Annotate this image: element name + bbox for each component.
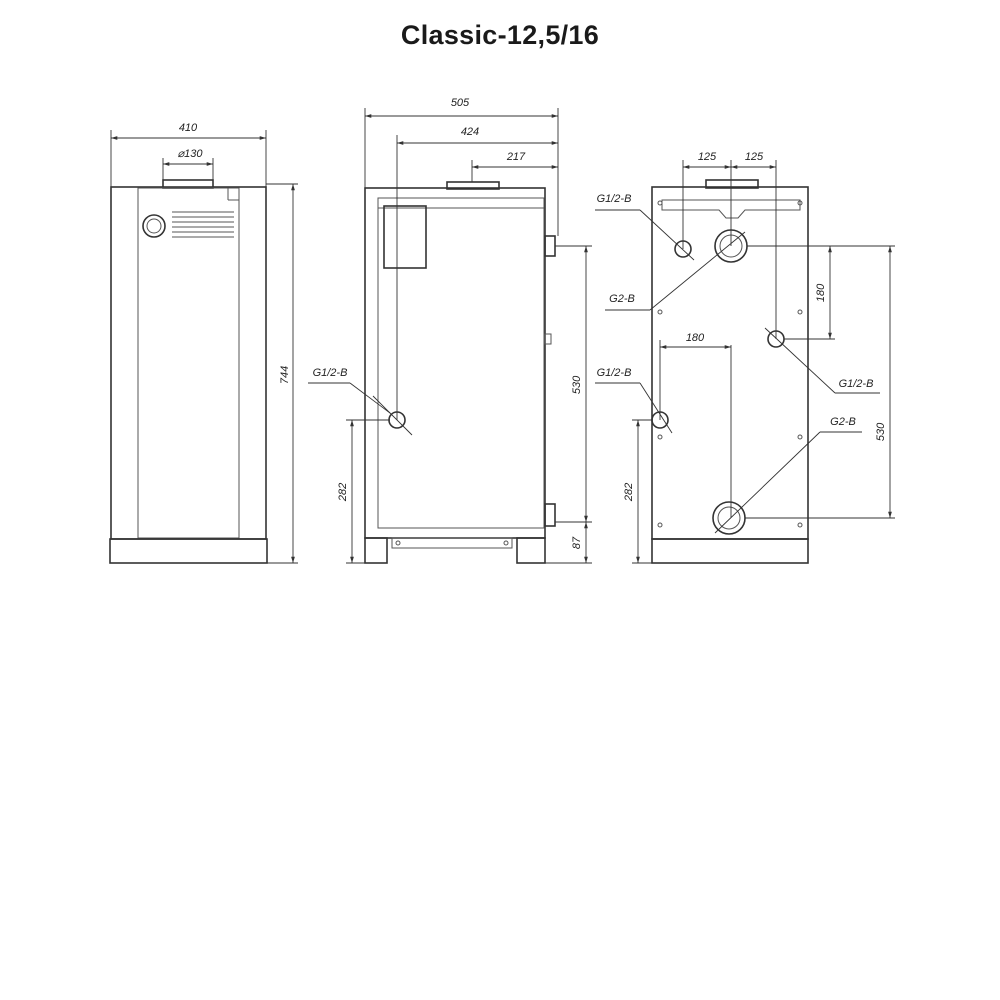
dim-rear-connection-height: 530 [875, 422, 887, 441]
label-rear-g2-bottom: G2-B [830, 416, 856, 428]
label-rear-g12-left: G1/2-B [597, 367, 632, 379]
dim-front-width: 410 [179, 122, 198, 134]
dim-rear-flue-offset-left: 125 [698, 151, 717, 163]
front-view: 410 ⌀130 744 [109, 122, 298, 564]
dim-side-depth-flue: 217 [506, 151, 526, 163]
control-knob-icon [142, 214, 166, 238]
vent-slots [172, 211, 234, 238]
dim-rear-spacing-vertical: 180 [815, 283, 827, 302]
label-side-inlet: G1/2-B [313, 367, 348, 379]
drawing-title: Classic-12,5/16 [400, 20, 600, 50]
dim-rear-inlet-height: 282 [623, 483, 635, 502]
label-rear-g12-top: G1/2-B [597, 193, 632, 205]
dim-side-connection-height: 530 [571, 375, 583, 394]
rear-view: 125 125 180 180 530 282 G1/2-B G2-B G1 [595, 151, 895, 564]
label-rear-g12-right: G1/2-B [839, 378, 874, 390]
dim-side-base-height: 87 [571, 536, 583, 549]
dim-rear-spacing-horizontal: 180 [686, 332, 705, 344]
dim-flue-diameter: ⌀130 [178, 148, 204, 160]
dim-rear-flue-offset-right: 125 [745, 151, 764, 163]
dim-side-depth-outlet: 424 [461, 126, 479, 138]
dim-side-depth-total: 505 [451, 97, 470, 109]
side-view: G1/2-B 505 424 217 530 87 282 [308, 97, 592, 564]
dim-side-inlet-height: 282 [337, 483, 349, 502]
dim-front-height: 744 [279, 366, 291, 384]
label-rear-g2-top: G2-B [609, 293, 635, 305]
